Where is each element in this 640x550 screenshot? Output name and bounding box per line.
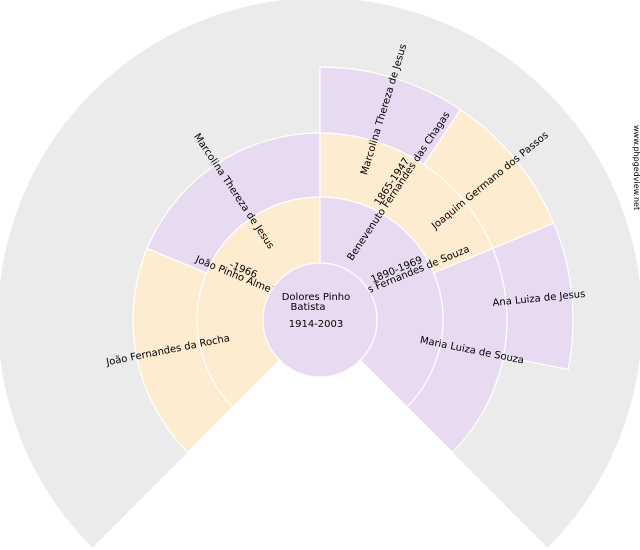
root-person-circle[interactable]: [262, 262, 378, 378]
root-dates: 1914-2003: [289, 319, 344, 330]
ancestor-segments: [132, 66, 574, 454]
watermark-text: www.phpgedview.net: [632, 125, 640, 210]
ancestor-segment[interactable]: [491, 222, 574, 371]
root-name-line1: Dolores Pinho: [282, 292, 351, 303]
root-name-line2: Batista: [291, 302, 326, 313]
